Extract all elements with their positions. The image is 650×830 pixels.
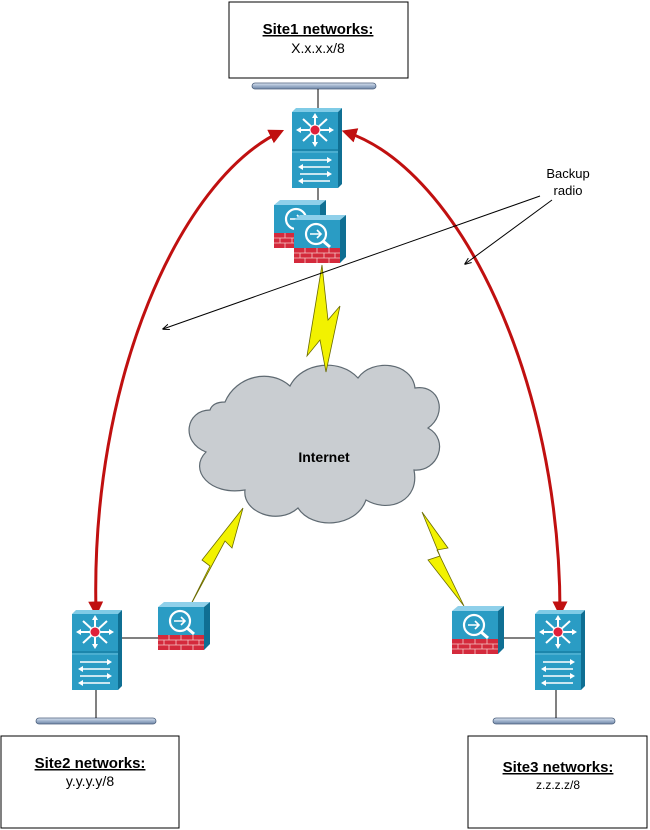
site2-wan-lightning — [187, 507, 244, 611]
backup-radio-link-site1-site3 — [341, 128, 568, 617]
site3-wan-lightning — [421, 511, 465, 607]
site1-firewall-icon-front — [292, 213, 348, 265]
internet-label: Internet — [298, 449, 350, 465]
site2-l3-switch-icon — [71, 609, 123, 691]
site3-title: Site3 networks: — [503, 759, 614, 776]
backup-radio-link-site1-site2 — [88, 129, 285, 617]
site3-subnet: z.z.z.z/8 — [536, 778, 580, 792]
annotation-line1: Backup — [546, 166, 589, 181]
site1-ethernet-segment — [251, 82, 377, 110]
site2-box: Site2 networks: y.y.y.y/8 — [0, 735, 180, 829]
site2-title: Site2 networks: — [35, 755, 146, 772]
annotation-line2: radio — [554, 183, 583, 198]
site1-l3-switch-icon — [291, 107, 343, 189]
annotation-pointer-right — [465, 199, 553, 264]
site3-box: Site3 networks: z.z.z.z/8 — [467, 735, 648, 829]
annotation-pointer-left — [163, 195, 541, 329]
site2-ethernet-segment — [35, 686, 157, 725]
site1-subnet: X.x.x.x/8 — [291, 40, 345, 56]
site3-ethernet-segment — [492, 688, 616, 725]
backup-radio-annotation: Backup radio — [163, 166, 590, 329]
site1-wan-lightning — [306, 264, 341, 373]
internet-cloud: Internet — [188, 364, 441, 524]
site2-subnet: y.y.y.y/8 — [66, 773, 114, 789]
site1-box: Site1 networks: X.x.x.x/8 — [228, 1, 409, 79]
site3-l3-switch-icon — [534, 609, 586, 691]
site2-firewall-icon — [156, 600, 212, 652]
site3-firewall-icon — [450, 604, 506, 656]
site1-title: Site1 networks: — [263, 21, 374, 38]
